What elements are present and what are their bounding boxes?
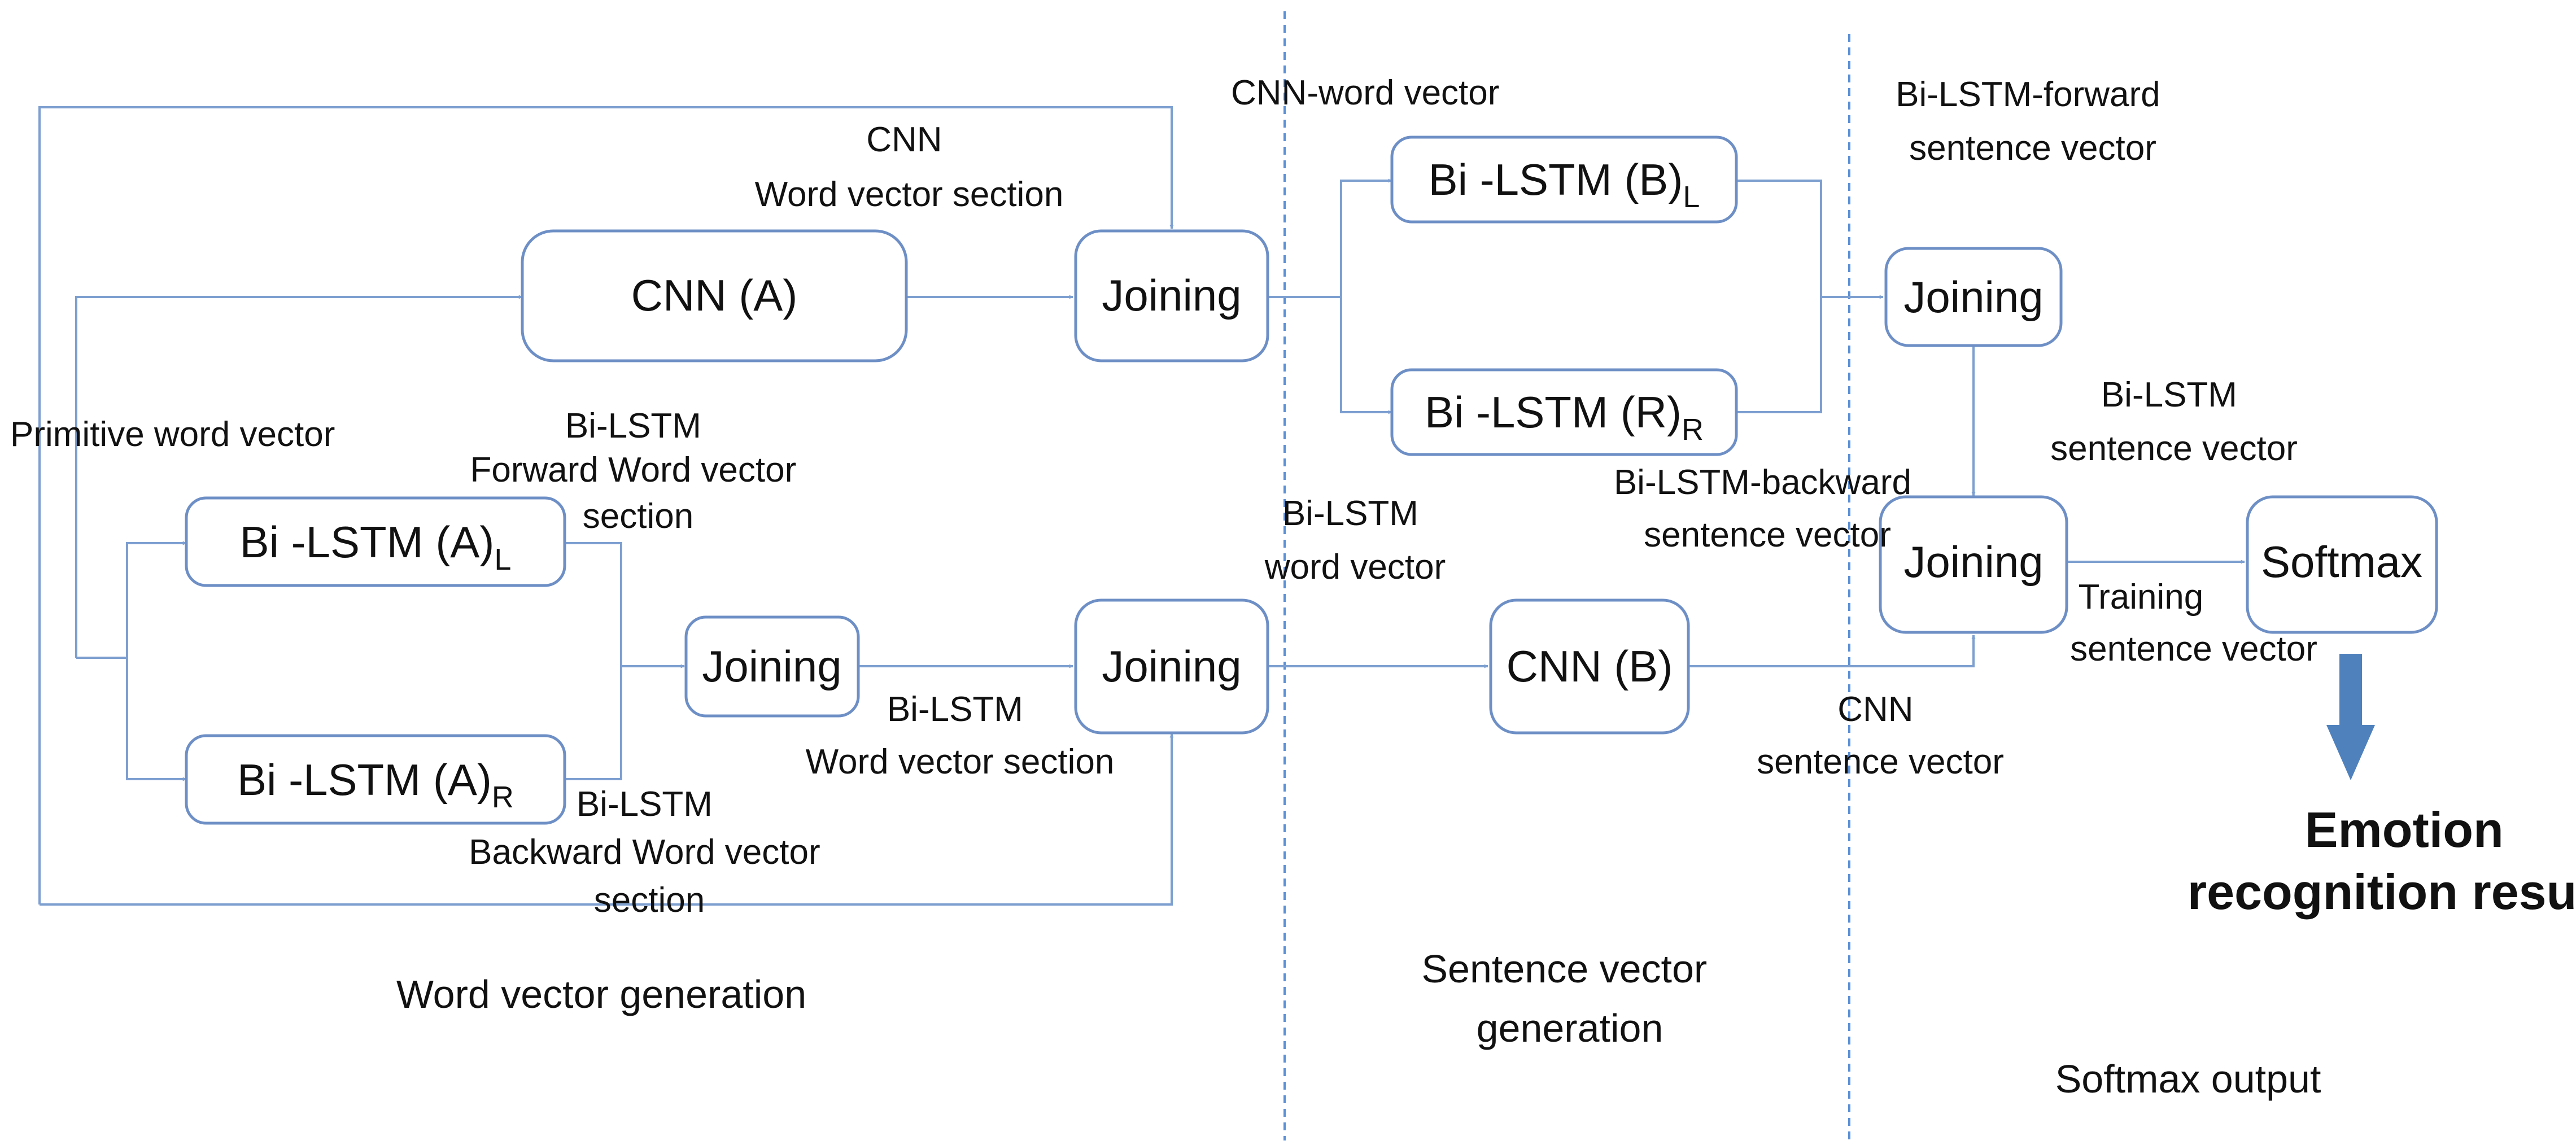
label-bilstm-sentence: Bi-LSTM sentence vector	[2050, 375, 2298, 468]
wire-bilstm-r-r-out	[1736, 297, 1822, 413]
wire-to-bilstm-a-l	[126, 541, 187, 658]
bilstm-b-l-box: Bi -LSTM (B)L	[1390, 136, 1738, 224]
wire-to-bilstm-a-r	[126, 658, 187, 781]
label-bilstm-backward-word: Bi-LSTM Backward Word vector section	[469, 785, 830, 920]
label-cnn-word-section: CNN Word vector section	[755, 120, 1064, 214]
label-primitive-word-vector: Primitive word vector	[10, 415, 335, 454]
joining-small-box: Joining	[684, 615, 860, 718]
joining-right-mid-box: Joining	[1879, 495, 2068, 634]
label-cnn-word-vector: CNN-word vector	[1231, 73, 1499, 112]
cnn-b-box: CNN (B)	[1489, 598, 1690, 735]
label-bilstm-forward-word: Bi-LSTM Forward Word vector section	[470, 407, 806, 536]
label-bilstm-forward-sentence: Bi-LSTM-forward sentence vector	[1896, 75, 2170, 168]
svg-text:Bi -LSTM (A)L: Bi -LSTM (A)L	[240, 517, 512, 576]
label-bilstm-backward-sentence: Bi-LSTM-backward sentence vector	[1614, 463, 1921, 554]
bilstm-a-l-box: Bi -LSTM (A)L	[185, 496, 566, 587]
connectors	[38, 106, 2245, 906]
softmax-box: Softmax	[2246, 495, 2438, 634]
svg-text:Joining: Joining	[702, 641, 841, 691]
section-word-vector-generation: Word vector generation	[396, 972, 806, 1016]
wire-bilstm-b-l-out	[1736, 180, 1822, 297]
joining-top-box: Joining	[1074, 229, 1269, 362]
svg-text:Bi -LSTM (A)R: Bi -LSTM (A)R	[237, 755, 514, 814]
svg-text:CNN (A): CNN (A)	[631, 270, 798, 320]
joining-mid-box: Joining	[1074, 598, 1269, 735]
label-cnn-sentence: CNN sentence vector	[1757, 690, 2004, 781]
cnn-a-box: CNN (A)	[521, 229, 908, 362]
svg-text:Joining: Joining	[1903, 272, 2043, 322]
wire-to-bilstm-b-l	[1340, 178, 1392, 297]
label-training-sentence: Training sentence vector	[2070, 578, 2317, 668]
wire-primitive-bypass-top	[38, 106, 1174, 904]
label-bilstm-word-section: Bi-LSTM Word vector section	[806, 690, 1115, 781]
joining-right-top-box: Joining	[1884, 247, 2063, 347]
svg-text:Bi -LSTM (B)L: Bi -LSTM (B)L	[1429, 155, 1700, 214]
label-bilstm-word-vector: Bi-LSTM word vector	[1264, 494, 1446, 587]
svg-text:Joining: Joining	[1903, 537, 2043, 587]
bilstm-r-r-box: Bi -LSTM (R)R	[1390, 368, 1738, 456]
wire-primitive-bypass-bottom	[40, 733, 1174, 906]
wire-to-cnn-a	[75, 295, 523, 658]
svg-text:CNN (B): CNN (B)	[1507, 641, 1673, 691]
bilstm-a-r-box: Bi -LSTM (A)R	[185, 734, 566, 825]
wire-cnn-b-to-joining	[1688, 635, 1976, 667]
emotion-recognition-results: Emotion recognition results	[2188, 802, 2576, 920]
output-arrow	[2326, 654, 2375, 780]
wire-bilstm-a-l-out	[565, 542, 622, 666]
wire-bilstm-a-r-out	[565, 666, 622, 780]
svg-text:Softmax: Softmax	[2261, 537, 2422, 587]
wire-to-bilstm-r-r	[1340, 297, 1392, 414]
svg-text:Joining: Joining	[1102, 641, 1241, 691]
svg-text:Joining: Joining	[1102, 270, 1241, 320]
section-sentence-vector-generation: Sentence vector generation	[1421, 947, 1718, 1050]
svg-text:Bi -LSTM (R)R: Bi -LSTM (R)R	[1425, 387, 1704, 447]
section-softmax-output: Softmax output	[2055, 1057, 2321, 1101]
